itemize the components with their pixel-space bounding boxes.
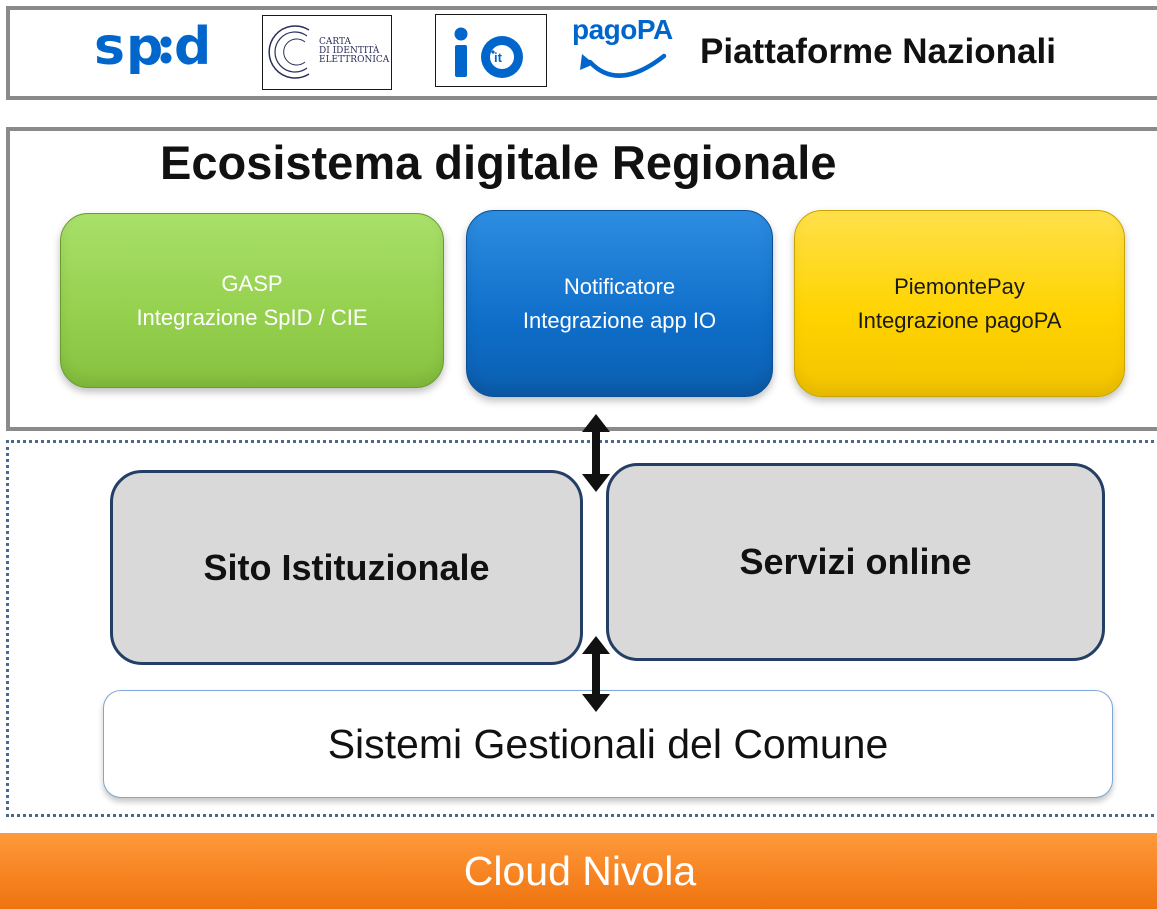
piemontepay-card-title: PiemontePay: [894, 273, 1025, 299]
notificatore-card: Notificatore Integrazione app IO: [466, 210, 773, 397]
double-arrow-icon-upper: [582, 414, 610, 492]
servizi-online-box: Servizi online: [606, 463, 1105, 661]
pagopa-arrow-icon: [580, 53, 667, 78]
io-logo-graphic: it: [454, 27, 523, 78]
gasp-card-subtitle: Integrazione SpID / CIE: [136, 304, 368, 330]
national-platforms-band: [6, 6, 1157, 100]
cie-text-line2: DI IDENTITÀ: [319, 46, 380, 56]
svg-text:sp: sp: [94, 17, 164, 74]
cloud-nivola-label: Cloud Nivola: [463, 847, 697, 894]
svg-text:d: d: [174, 17, 212, 74]
sito-istituzionale-label: Sito Istituzionale: [203, 546, 490, 588]
pagopa-logo: pagoPA: [568, 14, 683, 89]
gasp-card-title: GASP: [221, 270, 283, 296]
double-arrow-icon-lower: [582, 636, 610, 712]
spid-logo-graphic: sp d: [94, 17, 212, 77]
piemontepay-card: PiemontePay Integrazione pagoPA: [794, 210, 1125, 397]
notificatore-card-subtitle: Integrazione app IO: [522, 307, 717, 333]
gasp-card: GASP Integrazione SpID / CIE: [60, 213, 444, 388]
cie-emblem-icon: [268, 25, 310, 79]
cie-logo: CARTA DI IDENTITÀ ELETTRONICA: [262, 15, 392, 90]
notificatore-card-title: Notificatore: [563, 273, 676, 299]
svg-text:it: it: [494, 50, 503, 65]
cie-text-line1: CARTA: [319, 37, 352, 47]
cie-text-line3: ELETTRONICA: [319, 55, 390, 65]
municipality-dotted-area: [6, 440, 1157, 817]
management-systems-box: Sistemi Gestionali del Comune: [103, 690, 1113, 798]
pagopa-wordmark: pagoPA: [572, 14, 673, 45]
io-app-logo: it: [435, 14, 547, 87]
management-systems-label: Sistemi Gestionali del Comune: [327, 720, 889, 767]
regional-ecosystem-title: Ecosistema digitale Regionale: [160, 136, 837, 189]
spid-logo: sp d: [94, 14, 236, 77]
sito-istituzionale-box: Sito Istituzionale: [110, 470, 583, 665]
cloud-nivola-bar: Cloud Nivola: [0, 833, 1157, 909]
servizi-online-label: Servizi online: [739, 541, 972, 582]
piemontepay-card-subtitle: Integrazione pagoPA: [857, 307, 1062, 333]
national-platforms-title: Piattaforme Nazionali: [700, 32, 1056, 71]
